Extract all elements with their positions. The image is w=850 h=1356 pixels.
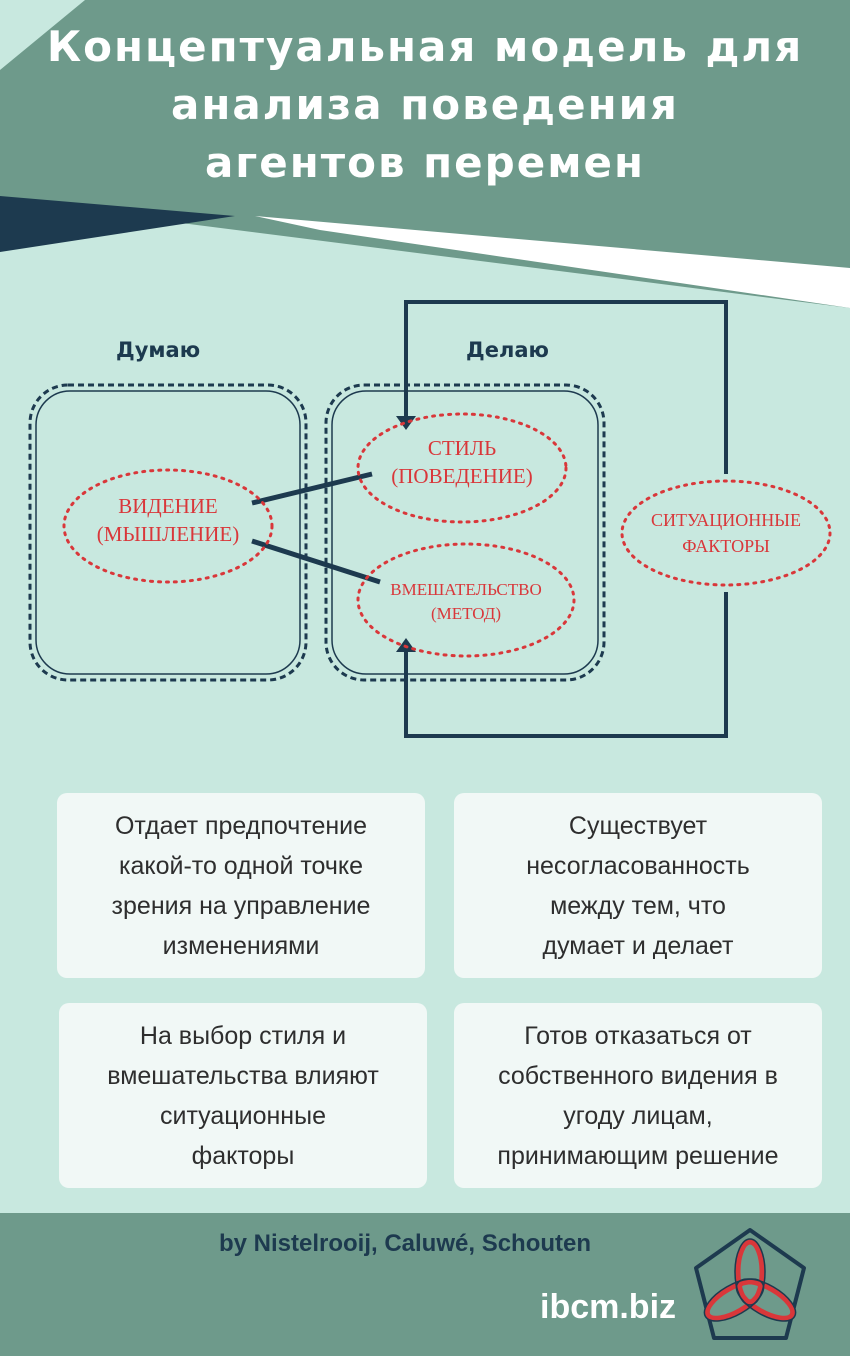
card-line: между тем, что bbox=[550, 891, 726, 920]
think-frame-inner bbox=[35, 390, 301, 675]
card-situational: На выбор стиля и вмешательства влияют си… bbox=[59, 1003, 427, 1188]
do-frame-inner bbox=[331, 390, 599, 675]
header-band bbox=[0, 0, 850, 308]
header-dark-stripe bbox=[0, 196, 235, 252]
oval-style-line: СТИЛЬ bbox=[427, 436, 497, 460]
connector-vision-style bbox=[251, 471, 373, 506]
title-line: анализа поведения bbox=[170, 80, 680, 129]
header-corner-light bbox=[0, 0, 85, 70]
header-white-stripe bbox=[255, 216, 850, 308]
feedback-loop-bottom bbox=[404, 592, 728, 738]
card-abandon-vision: Готов отказаться от собственного видения… bbox=[454, 1003, 822, 1188]
author-credit: by Nistelrooij, Caluwé, Schouten bbox=[218, 1230, 592, 1257]
oval-style-line: (ПОВЕДЕНИЕ) bbox=[391, 464, 533, 488]
card-inconsistency: Существует несогласованность между тем, … bbox=[454, 793, 822, 978]
card-line: факторы bbox=[191, 1141, 295, 1170]
card-line: собственного видения в bbox=[498, 1061, 778, 1090]
arrow-down-icon bbox=[396, 416, 416, 430]
oval-style-text: СТИЛЬ (ПОВЕДЕНИЕ) bbox=[362, 434, 562, 490]
card-line: зрения на управление bbox=[111, 891, 371, 920]
footer bbox=[0, 1213, 850, 1356]
site-link[interactable]: ibcm.biz bbox=[540, 1288, 677, 1326]
title-line: Концептуальная модель для bbox=[46, 22, 804, 71]
card-line: принимающим решение bbox=[497, 1141, 779, 1170]
card-line: Готов отказаться от bbox=[524, 1021, 752, 1050]
card-line: думает и делает bbox=[542, 931, 734, 960]
card-line: какой-то одной точке bbox=[118, 851, 364, 880]
connector-vision-intervention bbox=[251, 538, 381, 585]
card-line: Существует bbox=[568, 811, 708, 840]
title-line: агентов перемен bbox=[204, 138, 646, 187]
card-line: изменениями bbox=[162, 931, 320, 960]
card-line: несогласованность bbox=[526, 851, 750, 880]
oval-intervention-text: ВМЕШАТЕЛЬСТВО (МЕТОД) bbox=[366, 578, 566, 626]
oval-situational bbox=[620, 479, 832, 587]
page-title: Концептуальная модель для анализа поведе… bbox=[40, 18, 810, 192]
oval-situational-line: ФАКТОРЫ bbox=[682, 536, 770, 556]
oval-intervention bbox=[356, 542, 576, 658]
card-line: вмешательства влияют bbox=[107, 1061, 379, 1090]
oval-vision-line: ВИДЕНИЕ bbox=[118, 494, 218, 518]
oval-intervention-line: ВМЕШАТЕЛЬСТВО bbox=[390, 580, 542, 599]
card-line: ситуационные bbox=[159, 1101, 326, 1130]
oval-vision bbox=[62, 468, 274, 584]
label-think: Думаю bbox=[116, 338, 201, 362]
do-frame bbox=[324, 383, 606, 682]
card-line: Отдает предпочтение bbox=[114, 811, 368, 840]
oval-situational-line: СИТУАЦИОННЫЕ bbox=[651, 510, 801, 530]
card-preference: Отдает предпочтение какой-то одной точке… bbox=[57, 793, 425, 978]
oval-situational-text: СИТУАЦИОННЫЕ ФАКТОРЫ bbox=[626, 507, 826, 559]
ibcm-logo-icon bbox=[694, 1228, 806, 1340]
label-do: Делаю bbox=[466, 338, 549, 362]
feedback-loop-top bbox=[404, 300, 728, 474]
oval-style bbox=[356, 412, 568, 524]
oval-vision-line: (МЫШЛЕНИЕ) bbox=[96, 522, 240, 546]
oval-vision-text: ВИДЕНИЕ (МЫШЛЕНИЕ) bbox=[68, 492, 268, 548]
card-line: угоду лицам, bbox=[563, 1101, 713, 1130]
card-line: На выбор стиля и bbox=[139, 1021, 347, 1050]
oval-intervention-line: (МЕТОД) bbox=[430, 604, 501, 623]
think-frame bbox=[28, 383, 308, 682]
